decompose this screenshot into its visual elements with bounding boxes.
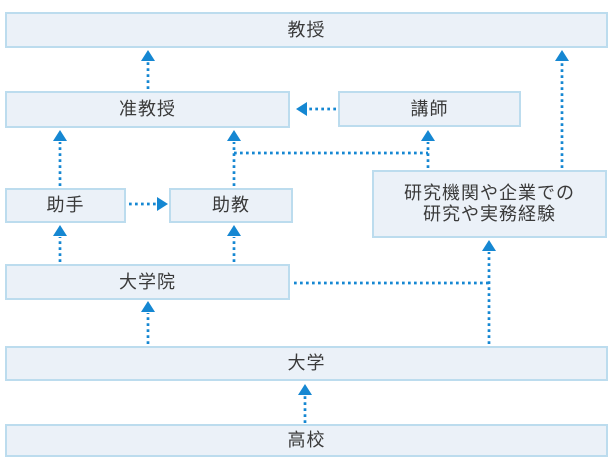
node-assistant-professor-label: 助教 — [212, 195, 250, 215]
node-associate-professor-label: 准教授 — [119, 99, 176, 119]
node-assistant: 助手 — [5, 188, 126, 223]
arrow-experience-to-professor — [555, 50, 569, 168]
node-university: 大学 — [5, 346, 608, 381]
arrow-assistant-professor-to-associate-professor — [227, 130, 241, 186]
node-lecturer-label: 講師 — [410, 98, 449, 119]
arrow-university-to-experience — [482, 240, 496, 344]
arrow-lecturer-to-associate-professor — [296, 102, 336, 116]
node-graduate-school: 大学院 — [5, 264, 290, 300]
node-lecturer: 講師 — [338, 91, 521, 127]
node-university-label: 大学 — [287, 353, 326, 373]
node-professor: 教授 — [5, 12, 608, 48]
arrow-assistant-to-assistant-professor — [129, 197, 168, 211]
node-professor-label: 教授 — [287, 19, 326, 40]
arrow-experience-to-lecturer — [421, 130, 435, 168]
node-high-school-label: 高校 — [287, 430, 326, 450]
node-experience-label-line1: 研究機関や企業での — [404, 183, 575, 203]
arrow-assistant-to-associate-professor — [53, 130, 67, 186]
arrow-associate-professor-to-professor — [141, 50, 155, 89]
node-experience: 研究機関や企業での 研究や実務経験 — [372, 170, 607, 238]
arrow-university-to-graduate-school — [141, 301, 155, 344]
arrow-graduate-school-to-assistant-professor — [227, 225, 241, 262]
arrow-graduate-school-to-assistant — [53, 225, 67, 262]
node-associate-professor: 准教授 — [5, 91, 290, 128]
arrow-high-school-to-university — [298, 384, 312, 423]
node-assistant-label: 助手 — [46, 195, 85, 215]
node-high-school: 高校 — [5, 424, 608, 457]
node-experience-label-line2: 研究や実務経験 — [423, 204, 556, 224]
node-assistant-professor: 助教 — [169, 188, 293, 223]
node-graduate-school-label: 大学院 — [119, 271, 176, 292]
